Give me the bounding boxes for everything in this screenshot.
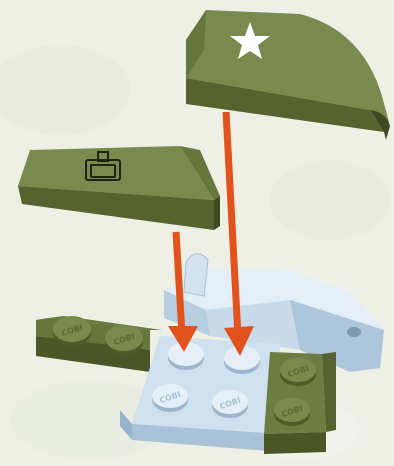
stud-olive-right-1: COBI bbox=[280, 358, 316, 386]
stud-olive-left-2: COBI bbox=[105, 325, 143, 355]
stud-olive-left-1: COBI bbox=[53, 316, 91, 346]
olive-plate-right: COBI COBI bbox=[264, 352, 336, 454]
stud-blue-4: COBI bbox=[212, 390, 248, 418]
stud-blue-3: COBI bbox=[152, 384, 188, 412]
olive-plate-left: COBI COBI bbox=[36, 316, 162, 372]
stud-olive-right-2: COBI bbox=[274, 398, 310, 426]
olive-slope-hatch bbox=[18, 146, 220, 230]
olive-slope-star bbox=[186, 10, 390, 140]
